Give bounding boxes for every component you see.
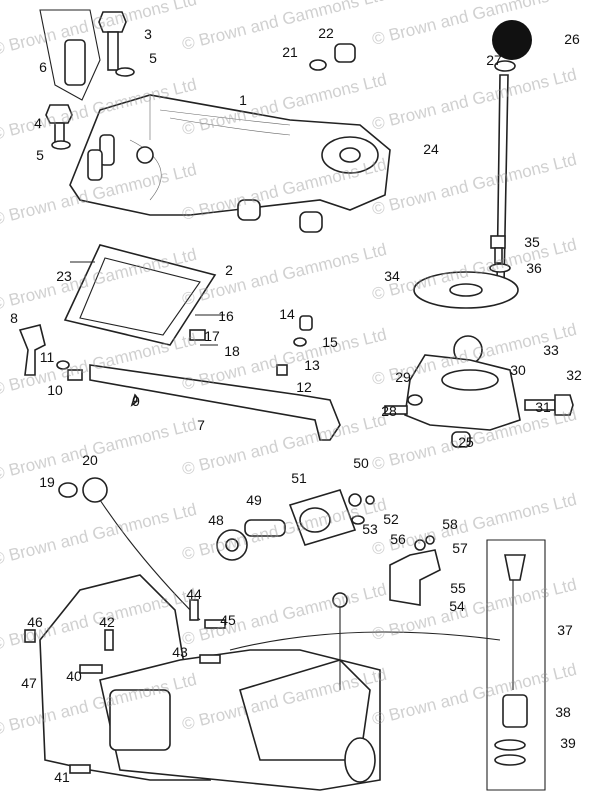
part-number-label: 20 <box>82 452 98 468</box>
part-number-label: 12 <box>296 379 312 395</box>
part-number-label: 38 <box>555 704 571 720</box>
part-number-label: 23 <box>56 268 72 284</box>
part-number-label: 19 <box>39 474 55 490</box>
part-number-label: 22 <box>318 25 334 41</box>
part-number-label: 35 <box>524 234 540 250</box>
part-number-label: 52 <box>383 511 399 527</box>
part-number-label: 45 <box>220 612 236 628</box>
part-number-label: 32 <box>566 367 582 383</box>
part-number-label: 54 <box>449 598 465 614</box>
part-number-label: 10 <box>47 382 63 398</box>
part-number-label: 26 <box>564 31 580 47</box>
part-number-label: 48 <box>208 512 224 528</box>
part-number-label: 44 <box>186 586 202 602</box>
part-number-label: 50 <box>353 455 369 471</box>
part-number-label: 16 <box>218 308 234 324</box>
part-number-label: 27 <box>486 52 502 68</box>
part-number-label: 13 <box>304 357 320 373</box>
part-number-label: 11 <box>39 349 55 365</box>
part-number-label: 49 <box>246 492 262 508</box>
part-number-label: 34 <box>384 268 400 284</box>
part-number-label: 47 <box>21 675 37 691</box>
part-number-label: 37 <box>557 622 573 638</box>
part-number-label: 28 <box>381 403 397 419</box>
part-number-label: 3 <box>144 26 152 42</box>
part-number-label: 1 <box>239 92 247 108</box>
part-number-label: 15 <box>322 334 338 350</box>
part-number-label: 42 <box>99 614 115 630</box>
part-number-label: 57 <box>452 540 468 556</box>
part-number-label: 17 <box>204 328 220 344</box>
part-number-label: 9 <box>132 393 140 409</box>
part-number-label: 51 <box>291 470 307 486</box>
part-number-label: 41 <box>54 769 70 785</box>
part-number-label: 5 <box>149 50 157 66</box>
part-number-label: 29 <box>395 369 411 385</box>
part-number-label: 46 <box>27 614 43 630</box>
part-number-label: 55 <box>450 580 466 596</box>
part-number-label: 8 <box>10 310 18 326</box>
part-number-label: 39 <box>560 735 576 751</box>
part-number-label: 18 <box>224 343 240 359</box>
part-number-label: 56 <box>390 531 406 547</box>
part-number-label: 6 <box>39 59 47 75</box>
part-number-label: 40 <box>66 668 82 684</box>
part-number-label: 4 <box>34 115 42 131</box>
part-number-label: 36 <box>526 260 542 276</box>
part-number-label: 5 <box>36 147 44 163</box>
part-number-label: 7 <box>197 417 205 433</box>
part-number-label: 2 <box>225 262 233 278</box>
part-number-label: 33 <box>543 342 559 358</box>
part-number-label: 31 <box>535 399 551 415</box>
part-number-label: 53 <box>362 521 378 537</box>
part-number-label: 43 <box>172 644 188 660</box>
part-number-label: 25 <box>458 434 474 450</box>
part-number-label: 30 <box>510 362 526 378</box>
part-number-label: 24 <box>423 141 439 157</box>
part-number-label: 14 <box>279 306 295 322</box>
part-number-label: 58 <box>442 516 458 532</box>
part-number-label: 21 <box>282 44 298 60</box>
